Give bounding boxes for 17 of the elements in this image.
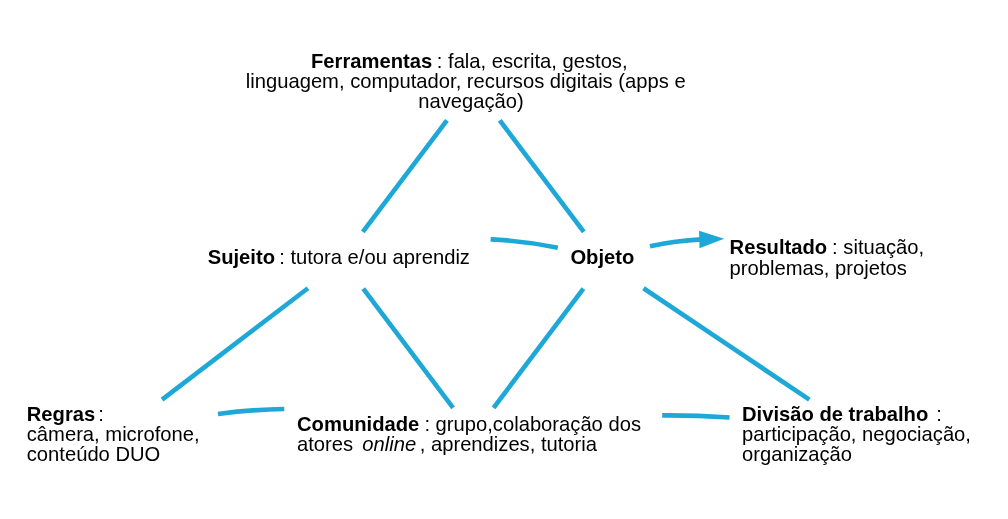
- arrow: [649, 230, 725, 249]
- node-text: Resultado: situação, problemas, projetos: [729, 235, 925, 279]
- connector: [497, 118, 586, 233]
- node-text: Objeto: [570, 245, 635, 268]
- connector: [642, 285, 811, 402]
- node-text: Sujeito: tutora e/ou aprendiz: [207, 245, 470, 268]
- node-text: Comunidade: grupo,colaboração dos atores online, aprendizes, tutoria: [297, 412, 642, 455]
- connector: [662, 412, 730, 420]
- connector: [217, 406, 285, 416]
- node-text: Regras: câmera, microfone, conteúdo DUO: [26, 402, 200, 465]
- node-text: Divisão de trabalho: participação, negociação, organização: [742, 402, 971, 465]
- node-text: Ferramentas: fala, escrita, gestos, linguagem, computador, recursos digitais (apps e navegação): [245, 49, 686, 112]
- connector: [490, 236, 559, 250]
- connector: [160, 285, 310, 401]
- connector: [360, 118, 449, 233]
- connector: [361, 286, 455, 409]
- connector: [491, 286, 586, 409]
